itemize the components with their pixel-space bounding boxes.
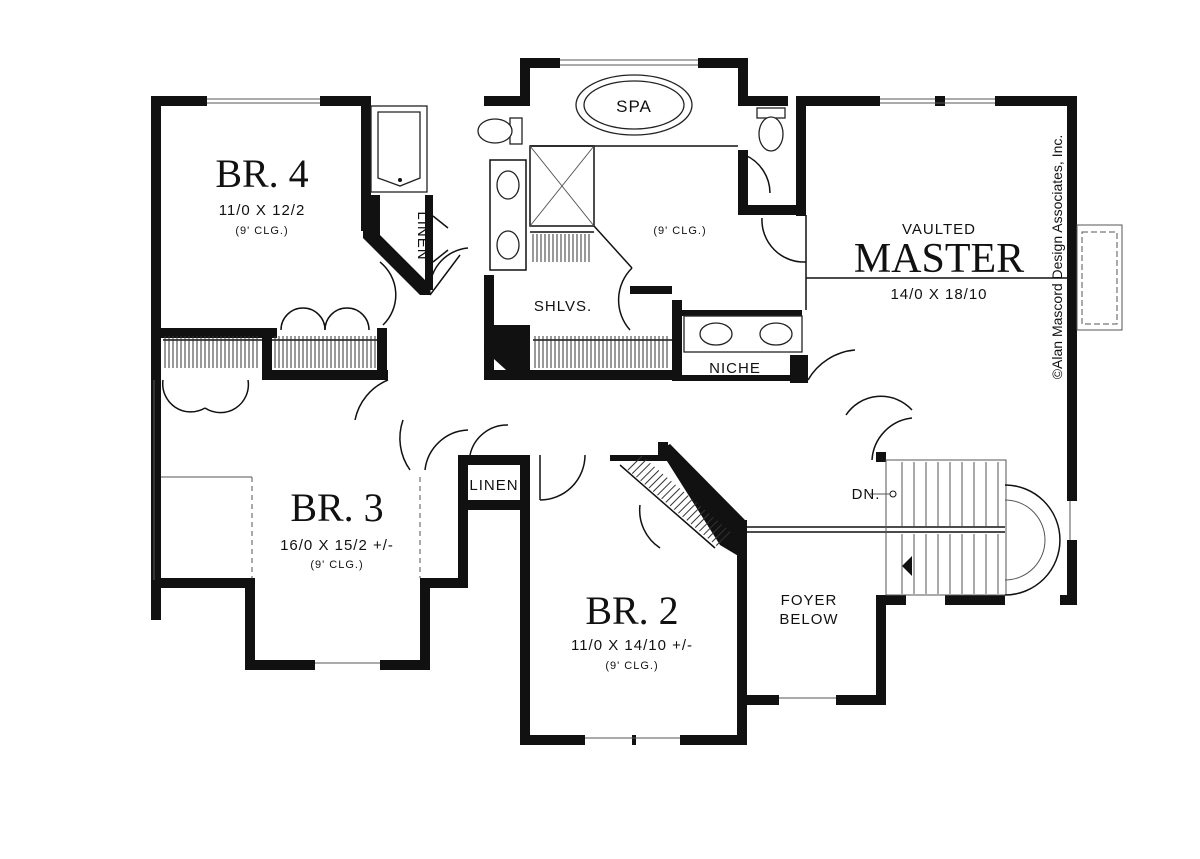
br2-name: BR. 2 xyxy=(585,588,678,633)
shelves-label: SHLVS. xyxy=(534,298,592,315)
br3-name: BR. 3 xyxy=(290,485,383,530)
spa-tub: SPA xyxy=(575,74,693,136)
br2-ceiling: (9' CLG.) xyxy=(605,660,658,672)
labels: BR. 4 11/0 X 12/2 (9' CLG.) BR. 3 16/0 X… xyxy=(215,135,1065,672)
br3-size: 16/0 X 15/2 +/- xyxy=(280,537,394,554)
walls xyxy=(151,58,1077,745)
stairs xyxy=(870,459,1061,596)
foyer-label-line2: BELOW xyxy=(779,611,838,628)
door-swings xyxy=(161,154,913,549)
br3-ceiling: (9' CLG.) xyxy=(310,559,363,571)
linen-upper-label: LINEN xyxy=(414,211,431,260)
br2-size: 11/0 X 14/10 +/- xyxy=(571,637,693,654)
master-prefix: VAULTED xyxy=(902,221,976,238)
foyer-label-line1: FOYER xyxy=(781,592,838,609)
br4-ceiling: (9' CLG.) xyxy=(235,225,288,237)
copyright-notice: ©Alan Mascord Design Associates, Inc. xyxy=(1049,135,1065,380)
niche-label: NICHE xyxy=(709,360,761,377)
closet-hatching xyxy=(164,234,731,546)
spa-label: SPA xyxy=(616,97,652,116)
master-bath-ceiling: (9' CLG.) xyxy=(653,225,706,237)
master-name: MASTER xyxy=(854,236,1024,282)
stairs-down-label: DN. xyxy=(852,486,881,503)
br4-size: 11/0 X 12/2 xyxy=(219,202,306,219)
master-size: 14/0 X 18/10 xyxy=(890,286,987,303)
fixtures xyxy=(370,105,803,353)
br4-name: BR. 4 xyxy=(215,151,308,196)
linen-lower-label: LINEN xyxy=(469,477,518,494)
